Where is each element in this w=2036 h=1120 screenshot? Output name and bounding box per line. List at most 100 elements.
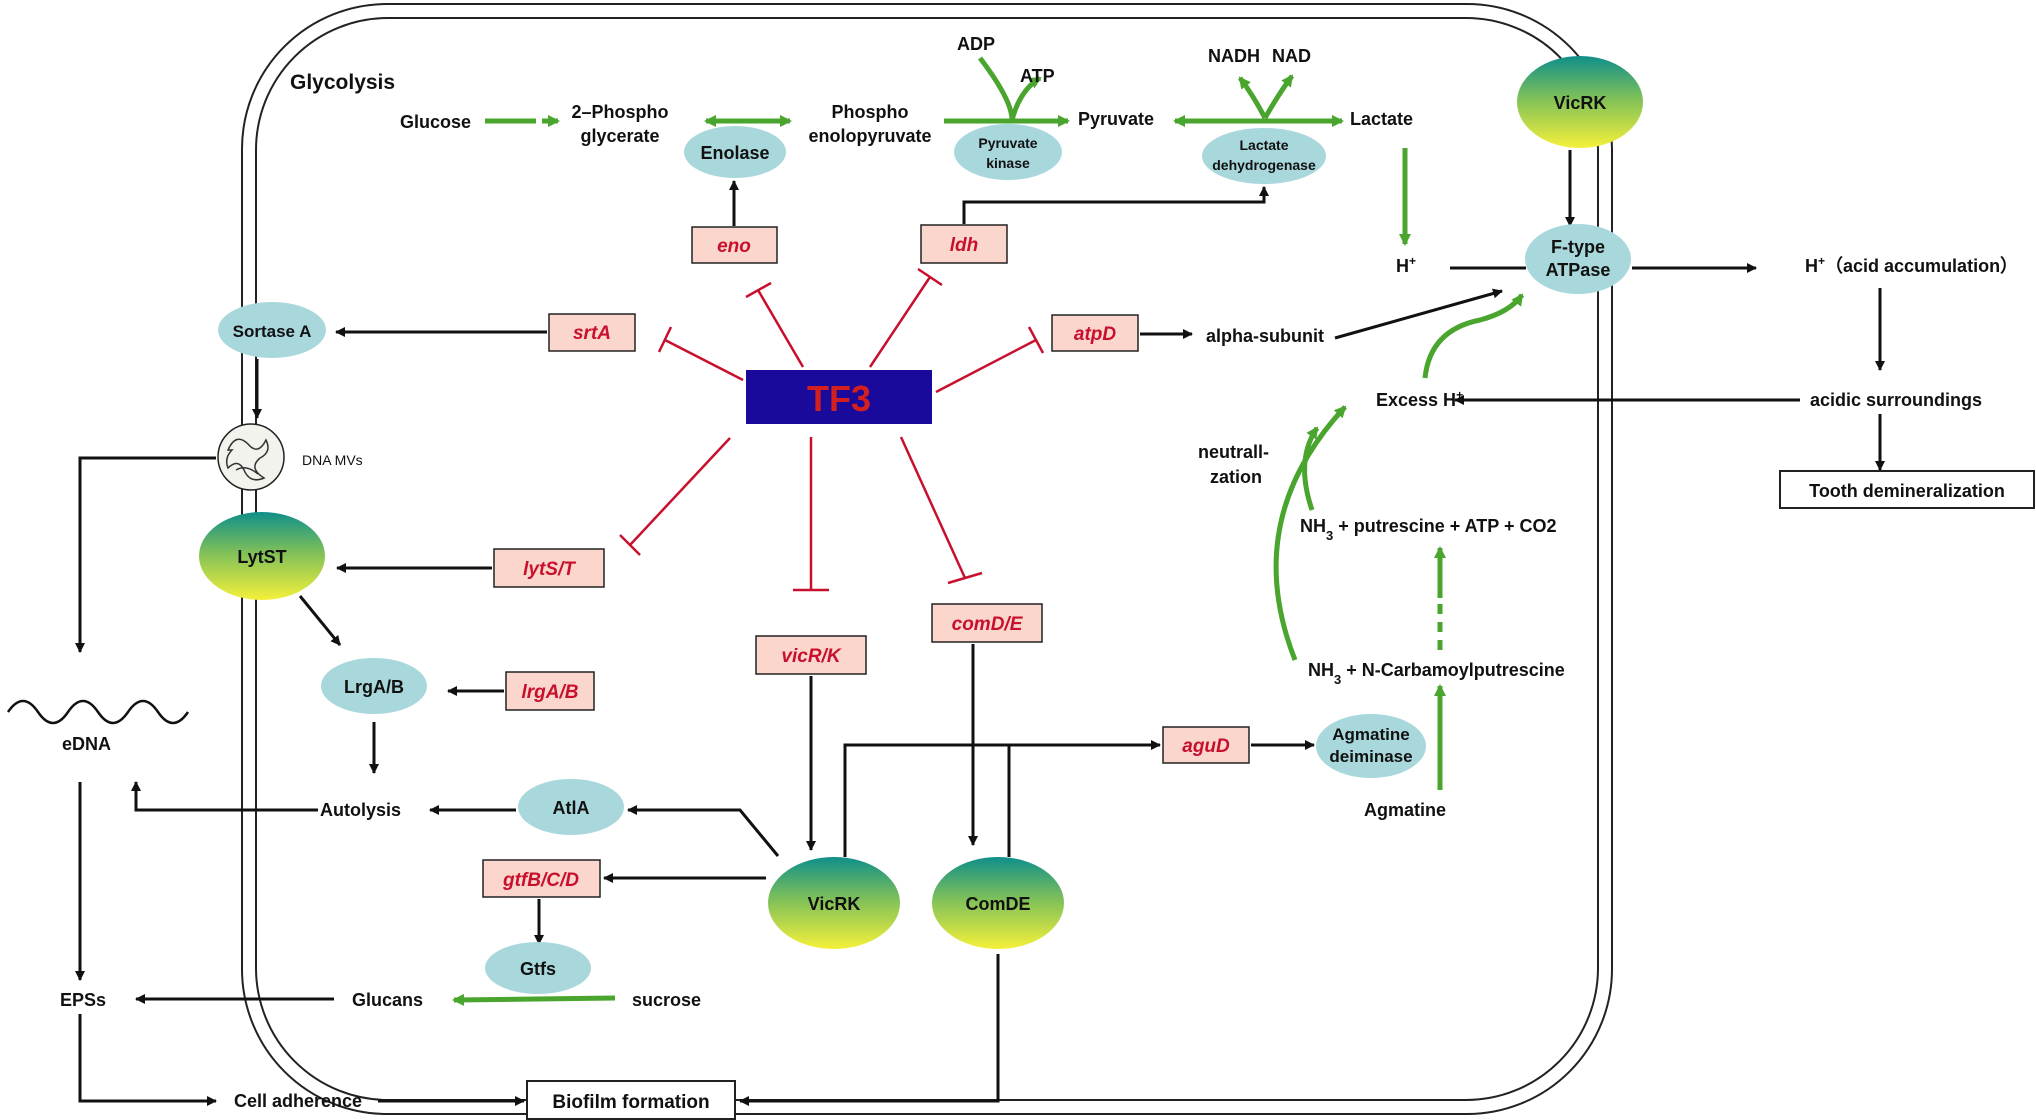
nh3-carbamoyl-label: NH3 + N-Carbamoylputrescine <box>1308 660 1565 687</box>
autolysis-to-edna-arrow <box>131 781 318 812</box>
gene-eno: eno <box>717 236 751 257</box>
gene-lrgab: lrgA/B <box>522 682 579 703</box>
sortase-a-label: Sortase A <box>233 322 312 341</box>
agd-line2: deiminase <box>1329 747 1412 766</box>
glycolysis-label: Glycolysis <box>290 71 395 94</box>
ldh-line2: dehydrogenase <box>1212 157 1316 173</box>
sucrose-to-glucans-arrow <box>452 993 616 1006</box>
gene-box-ldh <box>920 224 1008 264</box>
gene-box-gtfbcd <box>482 859 601 898</box>
tooth-demineralization-label: Tooth demineralization <box>1809 481 2005 501</box>
pyruvate-label: Pyruvate <box>1078 109 1154 129</box>
lytst-node <box>199 512 325 600</box>
pga-line2: glycerate <box>580 126 659 146</box>
eps-label: EPSs <box>60 990 106 1010</box>
enolase-label: Enolase <box>700 143 769 163</box>
vicrk-node <box>768 857 900 949</box>
sucrose-label: sucrose <box>632 990 701 1010</box>
gene-gtfbcd: gtfB/C/D <box>502 870 579 891</box>
atla-node <box>518 779 624 835</box>
nadh-arrow <box>1238 76 1268 120</box>
inhibit-comde-bar <box>947 571 983 585</box>
tooth-demineralization-box <box>1779 470 2035 509</box>
inhibit-eno <box>756 289 805 368</box>
f-type-atpase-node <box>1525 224 1631 294</box>
vicrk-label: VicRK <box>808 894 861 914</box>
edna-wave-icon <box>6 699 190 725</box>
inhibit-ldh-bar <box>917 267 943 287</box>
gene-atpd: atpD <box>1074 324 1117 345</box>
ldh-to-ldh-enzyme-arrow <box>962 186 1269 224</box>
dna-mvs-label: DNA MVs <box>302 452 363 468</box>
adp-label: ADP <box>957 34 995 54</box>
lactate-dehydrogenase-node <box>1202 128 1326 184</box>
alpha-to-atpase-arrow <box>1334 288 1503 340</box>
gene-box-eno <box>691 226 778 264</box>
autolysis-label: Autolysis <box>320 800 401 820</box>
atpase-line2: ATPase <box>1546 260 1611 280</box>
vicrk-to-agud-arrow <box>843 740 1161 857</box>
gene-box-agud <box>1162 726 1250 764</box>
comde-node <box>932 857 1064 949</box>
gene-vicrk: vicR/K <box>781 646 841 667</box>
comde-label: ComDE <box>965 894 1030 914</box>
mvs-to-edna-arrow <box>75 456 216 653</box>
neutral-line2: zation <box>1210 467 1262 487</box>
atpase-line1: F-type <box>1551 237 1605 257</box>
lactate-label: Lactate <box>1350 109 1413 129</box>
gene-ldh: ldh <box>950 235 979 256</box>
pep-line2: enolopyruvate <box>808 126 931 146</box>
gene-box-srta <box>548 313 636 352</box>
lrgab-node <box>321 658 427 714</box>
edna-label: eDNA <box>62 734 111 754</box>
inhibit-ldh <box>868 276 932 368</box>
gtfs-label: Gtfs <box>520 959 556 979</box>
sortase-a-node <box>218 302 326 358</box>
cell-adherence-label: Cell adherence <box>234 1091 362 1111</box>
pep-line1: Phospho <box>832 102 909 122</box>
nad-label: NAD <box>1272 46 1311 66</box>
comde-to-biofilm-arrow <box>739 954 1000 1106</box>
excess-h-to-atpase-arrow <box>1422 293 1525 379</box>
inner-membrane <box>255 17 1599 1101</box>
alpha-subunit-label: alpha-subunit <box>1206 326 1324 346</box>
pyruvate-kinase-node <box>954 124 1062 180</box>
putrescine-neutralization-arrow <box>1302 426 1320 511</box>
pga-line1: 2–Phospho <box>571 102 668 122</box>
inhibit-srta-bar <box>657 326 673 353</box>
inhibit-comde <box>899 436 967 579</box>
glucans-label: Glucans <box>352 990 423 1010</box>
tf3-label: TF3 <box>807 378 871 419</box>
pk-line1: Pyruvate <box>978 135 1037 151</box>
vicrk-top-label: VicRK <box>1554 93 1607 113</box>
vicrk-to-atla-arrow <box>627 805 780 857</box>
inhibit-atpd-bar <box>1027 326 1045 354</box>
gene-lytst: lytS/T <box>523 559 576 580</box>
gtfs-node <box>485 942 591 994</box>
agmatine-deiminase-node <box>1316 714 1426 778</box>
vicrk-top-node <box>1517 56 1643 148</box>
atp-label: ATP <box>1020 66 1055 86</box>
nh3-neutralization-arrow <box>1273 405 1347 661</box>
atla-label: AtlA <box>553 798 590 818</box>
neutral-line1: neutrall- <box>1198 442 1269 462</box>
gene-box-lrgab <box>505 671 595 711</box>
biofilm-label: Biofilm formation <box>552 1092 709 1113</box>
gene-comde: comD/E <box>952 614 1024 635</box>
inhibit-srta <box>664 338 744 382</box>
eps-to-adherence-arrow <box>78 1014 217 1106</box>
lrgab-label: LrgA/B <box>344 677 404 697</box>
inhibit-lytst <box>629 437 731 546</box>
inhibit-lytst-bar <box>619 534 641 556</box>
nadh-label: NADH <box>1208 46 1260 66</box>
pk-line2: kinase <box>986 155 1030 171</box>
acidic-surroundings-label: acidic surroundings <box>1810 390 1982 410</box>
gene-box-lytst <box>493 548 605 588</box>
nh3-putrescine-label: NH3 + putrescine + ATP + CO2 <box>1300 516 1557 543</box>
agd-line1: Agmatine <box>1332 725 1409 744</box>
lytst-to-lrgab-arrow <box>298 595 342 646</box>
dna-strand-icon <box>225 438 269 481</box>
nad-arrow <box>1262 74 1295 120</box>
